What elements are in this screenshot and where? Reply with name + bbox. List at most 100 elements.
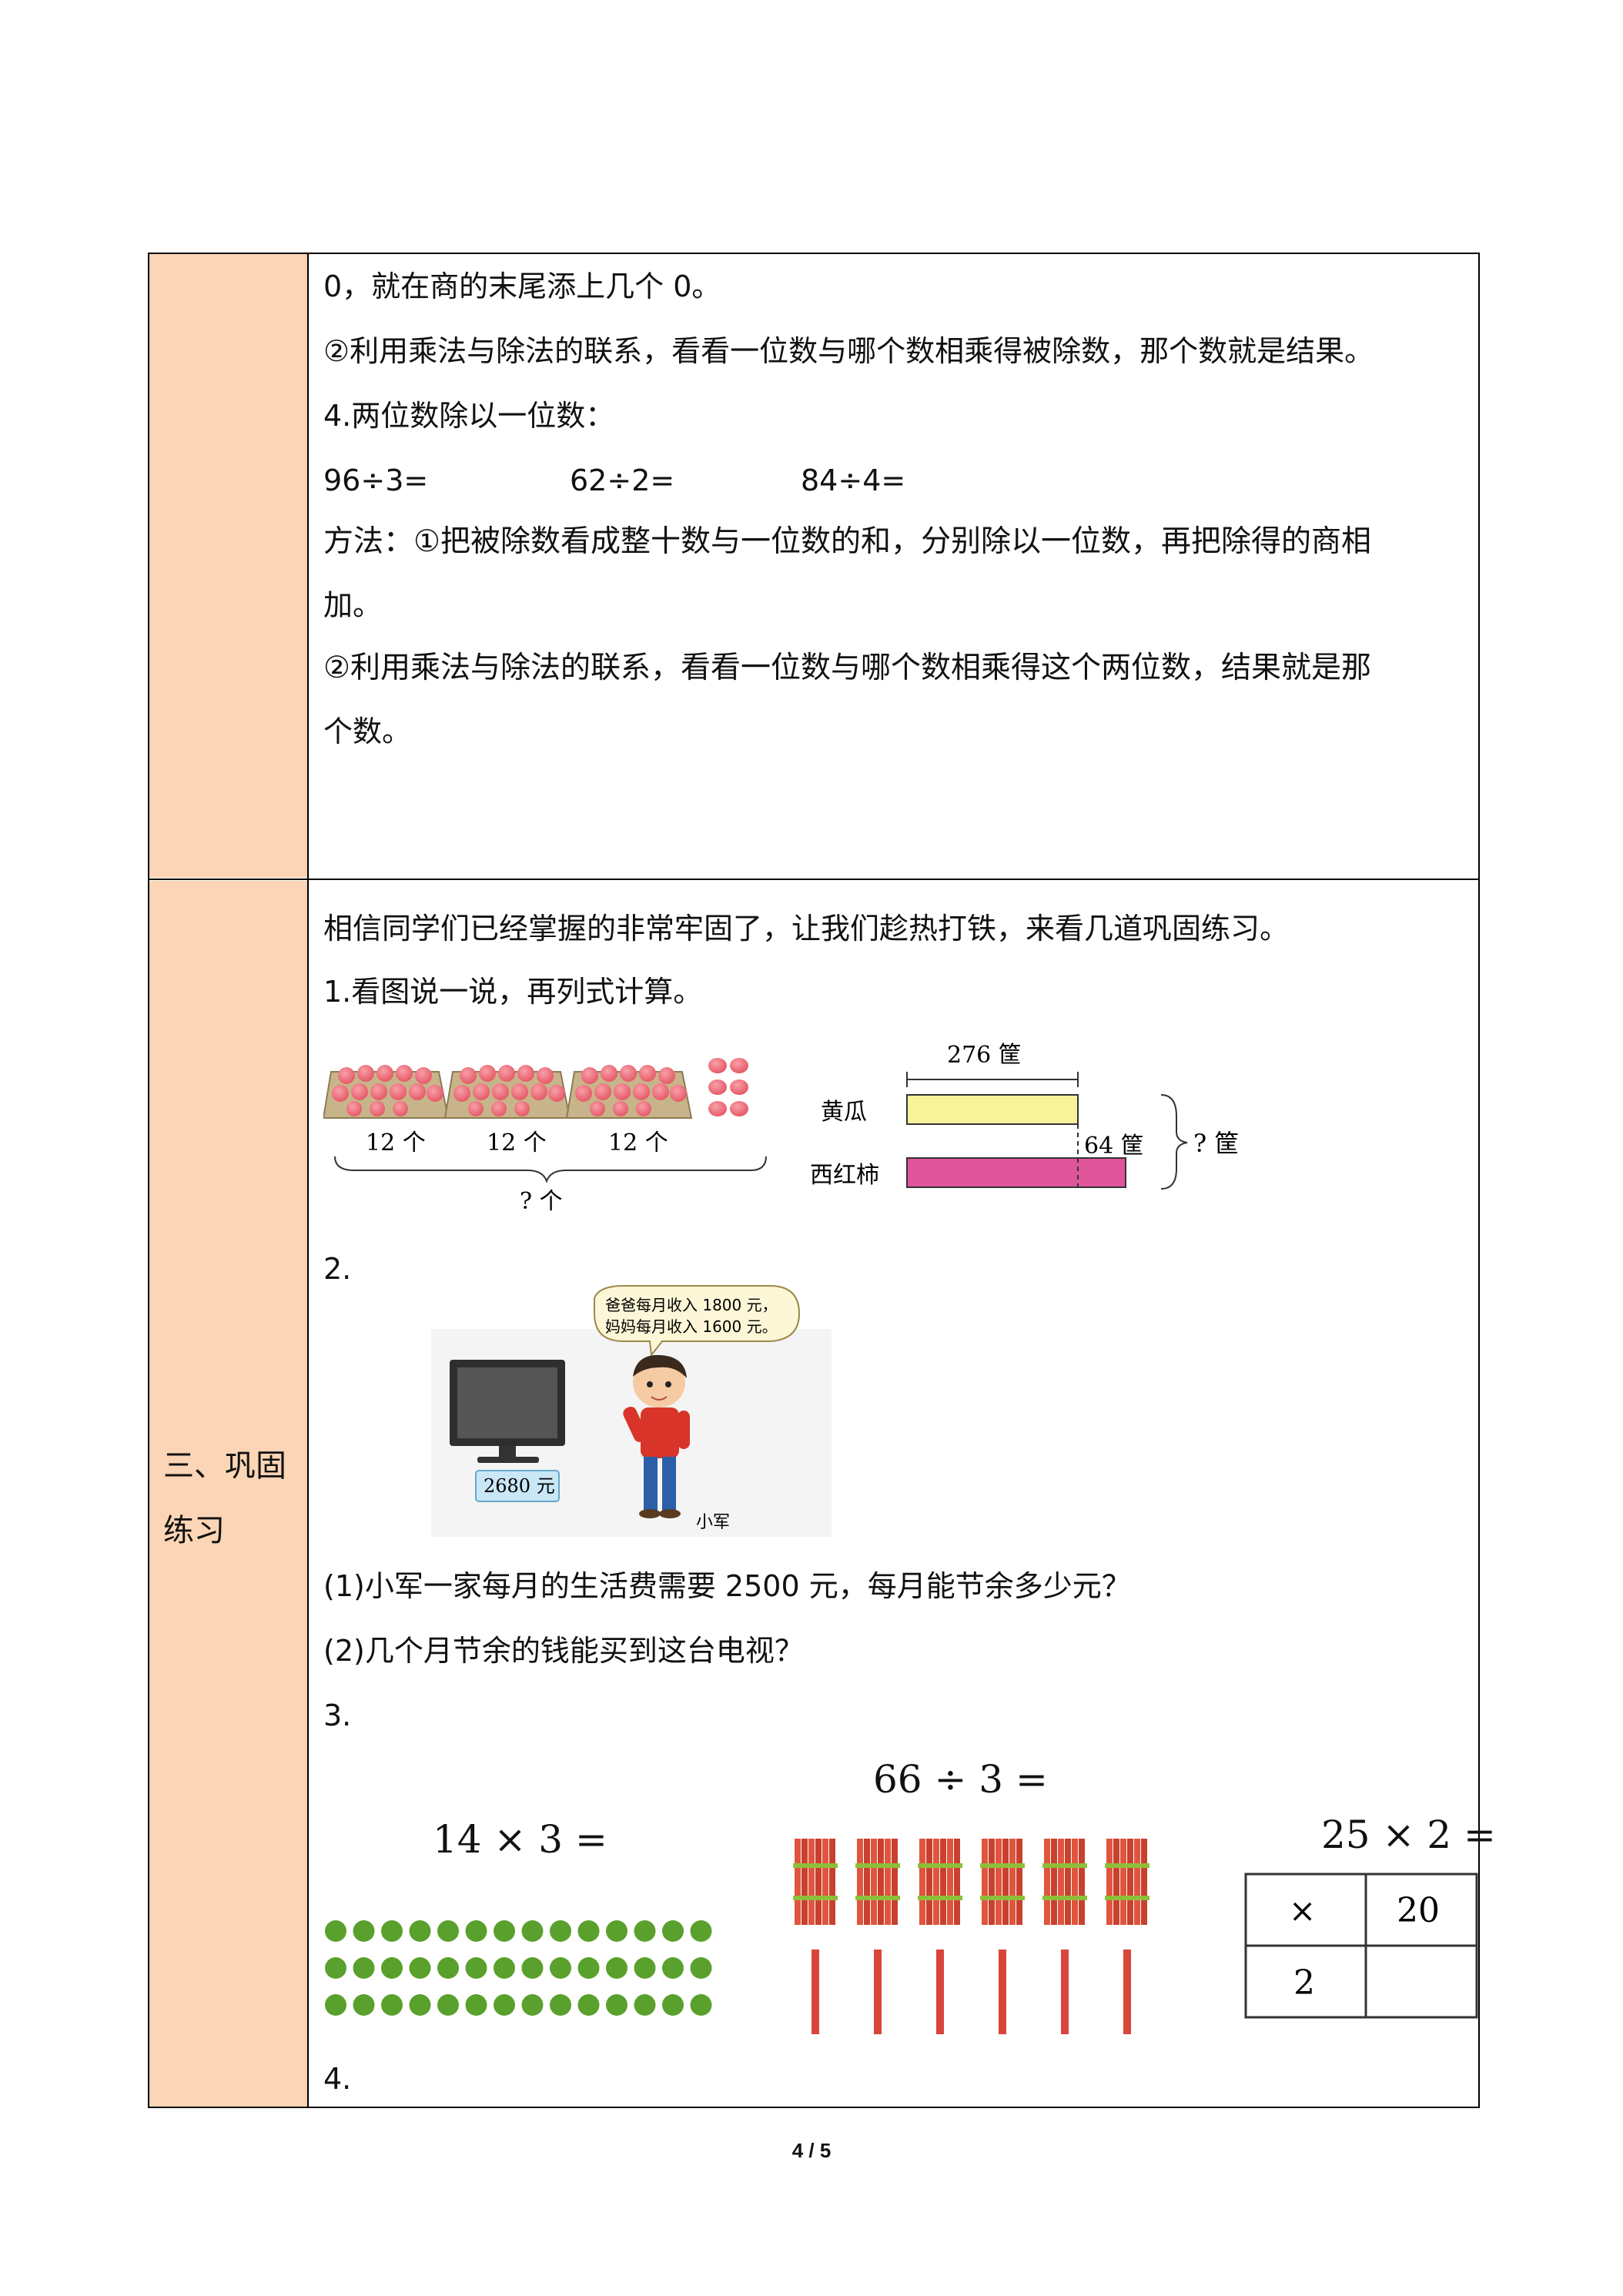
- bar-top-label: 276 筐: [947, 1042, 1022, 1069]
- expression-96: 96÷3=: [323, 464, 429, 497]
- boy-name: 小军: [696, 1513, 730, 1532]
- total-baskets-label: ? 筐: [1193, 1129, 1239, 1158]
- question-2-sub-1: (1)小军一家每月的生活费需要 2500 元，每月能节余多少元？: [323, 1569, 1131, 1603]
- green-dot: [353, 1957, 375, 1979]
- speech-bubble: [594, 1285, 801, 1357]
- table-row-divider: [148, 879, 1480, 880]
- expr-66div3: 66 ÷ 3 =: [873, 1757, 1048, 1802]
- green-dot: [465, 1957, 487, 1979]
- single-stick: [1123, 1950, 1131, 2034]
- total-label: ? 个: [520, 1188, 563, 1215]
- table-left-border: [148, 253, 149, 2108]
- speech-line-2: 妈妈每月收入 1600 元。: [605, 1317, 778, 1336]
- question-1-title: 1.看图说一说，再列式计算。: [323, 975, 703, 1009]
- expr-25x2: 25 × 2 =: [1321, 1812, 1496, 1857]
- green-dot: [494, 1994, 515, 2016]
- green-dot: [437, 1994, 459, 2016]
- practice-intro: 相信同学们已经掌握的非常牢固了，让我们趁热打铁，来看几道巩固练习。: [323, 912, 1290, 946]
- section-label-line2: 练习: [163, 1513, 225, 1548]
- single-stick: [812, 1950, 819, 2034]
- expr-14x3: 14 × 3 =: [433, 1817, 607, 1862]
- green-dot: [465, 1920, 487, 1942]
- single-stick: [1061, 1950, 1069, 2034]
- cucumber-label: 黄瓜: [821, 1099, 867, 1126]
- green-dot: [606, 1994, 627, 2016]
- tray-1: [323, 1065, 450, 1119]
- cucumber-bar: [906, 1094, 1079, 1125]
- stick-bundle: [855, 1839, 900, 1925]
- speech-line-1: 爸爸每月收入 1800 元，: [605, 1296, 778, 1314]
- green-dot: [634, 1920, 656, 1942]
- tomato-label: 西红柿: [810, 1162, 879, 1189]
- green-dot: [521, 1994, 544, 2016]
- tray-3: [565, 1065, 693, 1119]
- tray-2: [443, 1065, 571, 1119]
- green-dot: [662, 1957, 684, 1979]
- green-dot: [325, 1957, 346, 1979]
- grid-times: ×: [1289, 1892, 1316, 1930]
- green-dot: [577, 1957, 600, 1979]
- tray-3-label: 12 个: [608, 1130, 668, 1156]
- stick-bundle: [980, 1839, 1025, 1925]
- question-3-title: 3.: [323, 1699, 352, 1732]
- green-dot: [662, 1994, 684, 2016]
- grid-2: 2: [1293, 1963, 1315, 2003]
- row1-label-cell: [149, 254, 308, 878]
- single-stick: [936, 1950, 944, 2034]
- question-2-sub-2: (2)几个月节余的钱能买到这台电视？: [323, 1634, 804, 1668]
- expression-62: 62÷2=: [570, 464, 675, 497]
- stick-bundles-figure: [793, 1839, 1149, 2034]
- page-number: 4 / 5: [791, 2139, 832, 2162]
- row1-line-3: 4.两位数除以一位数：: [323, 399, 615, 433]
- method-line-4: 个数。: [323, 715, 412, 748]
- stick-bundle: [1042, 1839, 1087, 1925]
- green-dot: [550, 1994, 571, 2016]
- tv-and-boy-figure: 2680 元 爸爸每月收入 1800 元， 妈妈每月收入 1600 元。 小军: [431, 1285, 832, 1537]
- green-dot: [494, 1920, 515, 1942]
- total-brace: [334, 1156, 767, 1183]
- stick-bundle: [793, 1839, 838, 1925]
- row1-line-2: ②利用乘法与除法的联系，看看一位数与哪个数相乘得被除数，那个数就是结果。: [323, 334, 1374, 368]
- green-dot: [437, 1920, 459, 1942]
- green-dots-figure: [325, 1920, 712, 2016]
- stick-bundle: [918, 1839, 962, 1925]
- section-label-line1: 三、巩固: [163, 1448, 286, 1484]
- green-dot: [690, 1920, 712, 1942]
- green-dot: [690, 1957, 712, 1979]
- stick-bundle: [1105, 1839, 1149, 1925]
- boy-icon: [623, 1354, 690, 1518]
- tomato-bar: [906, 1157, 1126, 1188]
- green-dot: [494, 1957, 515, 1979]
- green-dot: [577, 1920, 600, 1942]
- tv-price-tag: [475, 1470, 560, 1502]
- method-line-2: 加。: [323, 588, 383, 622]
- green-dot: [662, 1920, 684, 1942]
- table-column-divider: [307, 253, 309, 2108]
- tray-1-label: 12 个: [366, 1130, 426, 1156]
- row2-label-cell: [149, 881, 308, 2107]
- green-dot: [409, 1994, 431, 2016]
- single-stick: [999, 1950, 1006, 2034]
- green-dot: [353, 1994, 375, 2016]
- green-dot: [634, 1994, 656, 2016]
- question-4-title: 4.: [323, 2062, 352, 2096]
- green-dot: [606, 1920, 627, 1942]
- green-dot: [606, 1957, 627, 1979]
- green-dot: [550, 1920, 571, 1942]
- diff-label: 64 筐: [1084, 1133, 1144, 1160]
- green-dot: [409, 1957, 431, 1979]
- green-dot: [381, 1957, 403, 1979]
- green-dot: [521, 1957, 544, 1979]
- table-top-border: [148, 253, 1480, 254]
- multiplication-grid: × 20 2: [1244, 1873, 1478, 2019]
- tv-price: 2680 元: [484, 1475, 555, 1497]
- green-dot: [381, 1920, 403, 1942]
- expression-84: 84÷4=: [801, 464, 906, 497]
- green-dot: [325, 1920, 346, 1942]
- green-dot: [381, 1994, 403, 2016]
- green-dot: [409, 1920, 431, 1942]
- row1-line-1: 0，就在商的末尾添上几个 0。: [323, 269, 721, 303]
- method-line-3: ②利用乘法与除法的联系，看看一位数与哪个数相乘得这个两位数，结果就是那: [323, 651, 1371, 685]
- green-dot: [634, 1957, 656, 1979]
- method-line-1: 方法：①把被除数看成整十数与一位数的和，分别除以一位数，再把除得的商相: [323, 524, 1371, 559]
